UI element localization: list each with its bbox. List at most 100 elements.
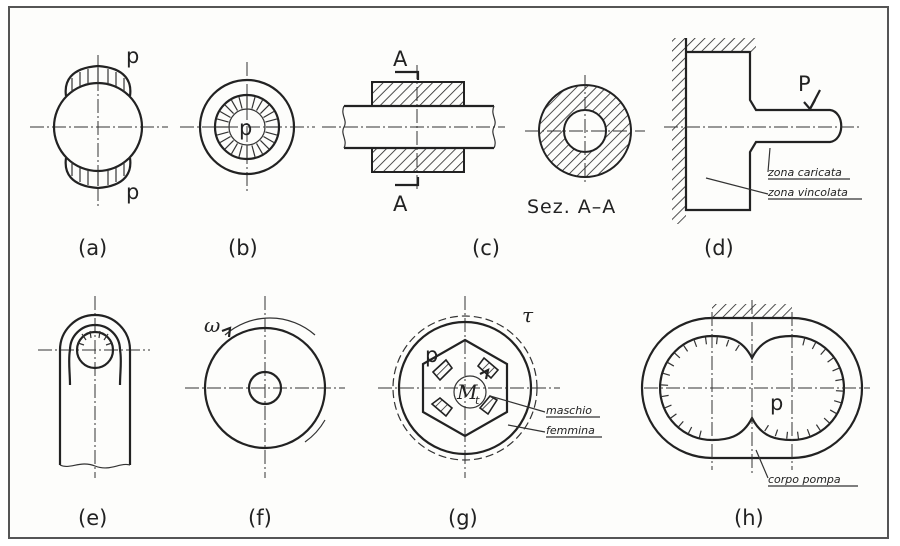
h-pressure-mark bbox=[806, 429, 811, 436]
view-e: (e) bbox=[38, 296, 150, 530]
d-top-hatch bbox=[686, 38, 756, 52]
c-shaft-break-right bbox=[492, 105, 496, 149]
view-f: ω (f) bbox=[185, 296, 345, 530]
h-pressure-mark bbox=[835, 378, 843, 382]
h-pressure-mark bbox=[764, 424, 769, 432]
caption-b: (b) bbox=[228, 236, 258, 260]
caption-h: (h) bbox=[734, 506, 764, 530]
view-g: M t p τ maschio femmina (g) bbox=[378, 296, 602, 530]
c-shaft-break-left bbox=[342, 105, 346, 149]
h-pressure-mark bbox=[829, 409, 837, 414]
h-leader-corpo bbox=[755, 449, 769, 479]
d-body-outline bbox=[684, 38, 843, 212]
a-pressure-bottom bbox=[64, 157, 132, 190]
f-disc-outer bbox=[203, 326, 327, 450]
f-omega-label: ω bbox=[204, 313, 220, 337]
d-leader-caricata bbox=[767, 147, 771, 173]
a-p-bottom-label: p bbox=[126, 180, 139, 204]
g-leader-femmina bbox=[507, 424, 546, 433]
h-pressure-mark bbox=[774, 429, 779, 437]
caption-d: (d) bbox=[704, 236, 734, 260]
g-leader-maschio bbox=[489, 395, 546, 413]
b-pressure-arrow bbox=[263, 110, 275, 119]
g-tau-label: τ bbox=[522, 303, 534, 327]
h-pressure-mark bbox=[715, 337, 718, 345]
g-torque-arrowhead bbox=[479, 367, 490, 380]
h-pressure-mark bbox=[823, 417, 830, 424]
f-rotation-arrowhead bbox=[221, 326, 232, 338]
a-pressure-arrows-bottom bbox=[71, 162, 125, 186]
h-pressure-mark bbox=[725, 339, 730, 347]
c-arrow-top bbox=[395, 70, 420, 80]
caption-e: (e) bbox=[78, 506, 107, 530]
h-pressure-mark bbox=[693, 340, 698, 347]
b-pressure-arrow bbox=[265, 118, 278, 123]
b-pressure-arrow bbox=[230, 143, 239, 155]
caption-c: (c) bbox=[472, 236, 500, 260]
h-pressure-mark bbox=[815, 424, 821, 431]
h-pressure-mark bbox=[802, 338, 806, 346]
c-section-title: Sez. A–A bbox=[527, 196, 616, 218]
c-A-bottom-label: A bbox=[393, 192, 408, 216]
h-corpo-pompa-label: corpo pompa bbox=[768, 473, 841, 486]
b-pressure-arrow bbox=[224, 140, 234, 150]
b-pressure-arrow bbox=[219, 110, 231, 119]
h-pressure-mark bbox=[662, 372, 671, 376]
b-pressure-arrow bbox=[216, 131, 229, 136]
h-pressure-mark bbox=[786, 431, 789, 439]
c-hub-top bbox=[371, 81, 465, 107]
view-d: P zona caricata zona vincolata (d) bbox=[664, 38, 862, 260]
b-pressure-arrow bbox=[251, 96, 256, 109]
view-a: p p (a) bbox=[30, 44, 168, 260]
d-zona-vincolata-label: zona vincolata bbox=[767, 186, 848, 199]
b-inner-circle bbox=[213, 93, 281, 161]
b-pressure-boundary bbox=[228, 108, 266, 146]
g-femmina-label: femmina bbox=[546, 424, 595, 437]
b-pressure-arrow bbox=[238, 145, 243, 158]
b-pressure-arrow bbox=[260, 140, 270, 150]
b-pressure-arrow bbox=[260, 104, 270, 114]
h-pressure-mark bbox=[664, 404, 672, 409]
c-arrow-bottom bbox=[395, 177, 420, 187]
h-pressure-mark bbox=[661, 394, 669, 398]
h-pressure-mark bbox=[674, 352, 681, 359]
g-shear-circle bbox=[392, 315, 538, 461]
g-contact-1 bbox=[431, 358, 454, 382]
h-pressure-mark bbox=[832, 367, 840, 372]
e-pressure-arrows bbox=[77, 330, 113, 346]
f-rotation-arc-side bbox=[304, 419, 326, 443]
h-pressure-mark bbox=[667, 362, 675, 367]
g-hexagon-female bbox=[421, 338, 509, 438]
a-pressure-top bbox=[64, 64, 132, 97]
g-contact-2 bbox=[476, 356, 500, 380]
b-pressure-arrows bbox=[216, 96, 278, 158]
h-pressure-marks bbox=[661, 337, 843, 439]
h-pressure-mark bbox=[683, 345, 689, 352]
caption-a: (a) bbox=[78, 236, 107, 260]
h-pressure-mark bbox=[833, 400, 842, 404]
f-rotation-arc-top bbox=[224, 317, 316, 336]
b-pressure-arrow bbox=[255, 143, 264, 155]
g-p-label: p bbox=[425, 343, 438, 367]
caption-f: (f) bbox=[248, 506, 272, 530]
g-contact-3 bbox=[478, 394, 499, 416]
d-load-arrowhead bbox=[803, 99, 816, 111]
h-p-label: p bbox=[770, 391, 783, 415]
g-Mt-label: M bbox=[456, 380, 478, 404]
a-p-top-label: p bbox=[126, 44, 139, 68]
d-P-label: P bbox=[798, 72, 811, 96]
c-A-top-label: A bbox=[393, 47, 408, 71]
b-p-label: p bbox=[239, 116, 252, 140]
h-pressure-mark bbox=[704, 337, 708, 345]
b-pressure-arrow bbox=[230, 99, 239, 111]
g-maschio-label: maschio bbox=[546, 404, 592, 417]
b-pressure-arrow bbox=[265, 131, 278, 136]
c-hub-bottom bbox=[371, 147, 465, 173]
h-pressure-mark bbox=[827, 357, 834, 363]
view-b: p (b) bbox=[180, 62, 315, 260]
c-shaft bbox=[344, 104, 494, 150]
h-pressure-mark bbox=[796, 431, 800, 439]
g-contact-4 bbox=[430, 396, 454, 418]
